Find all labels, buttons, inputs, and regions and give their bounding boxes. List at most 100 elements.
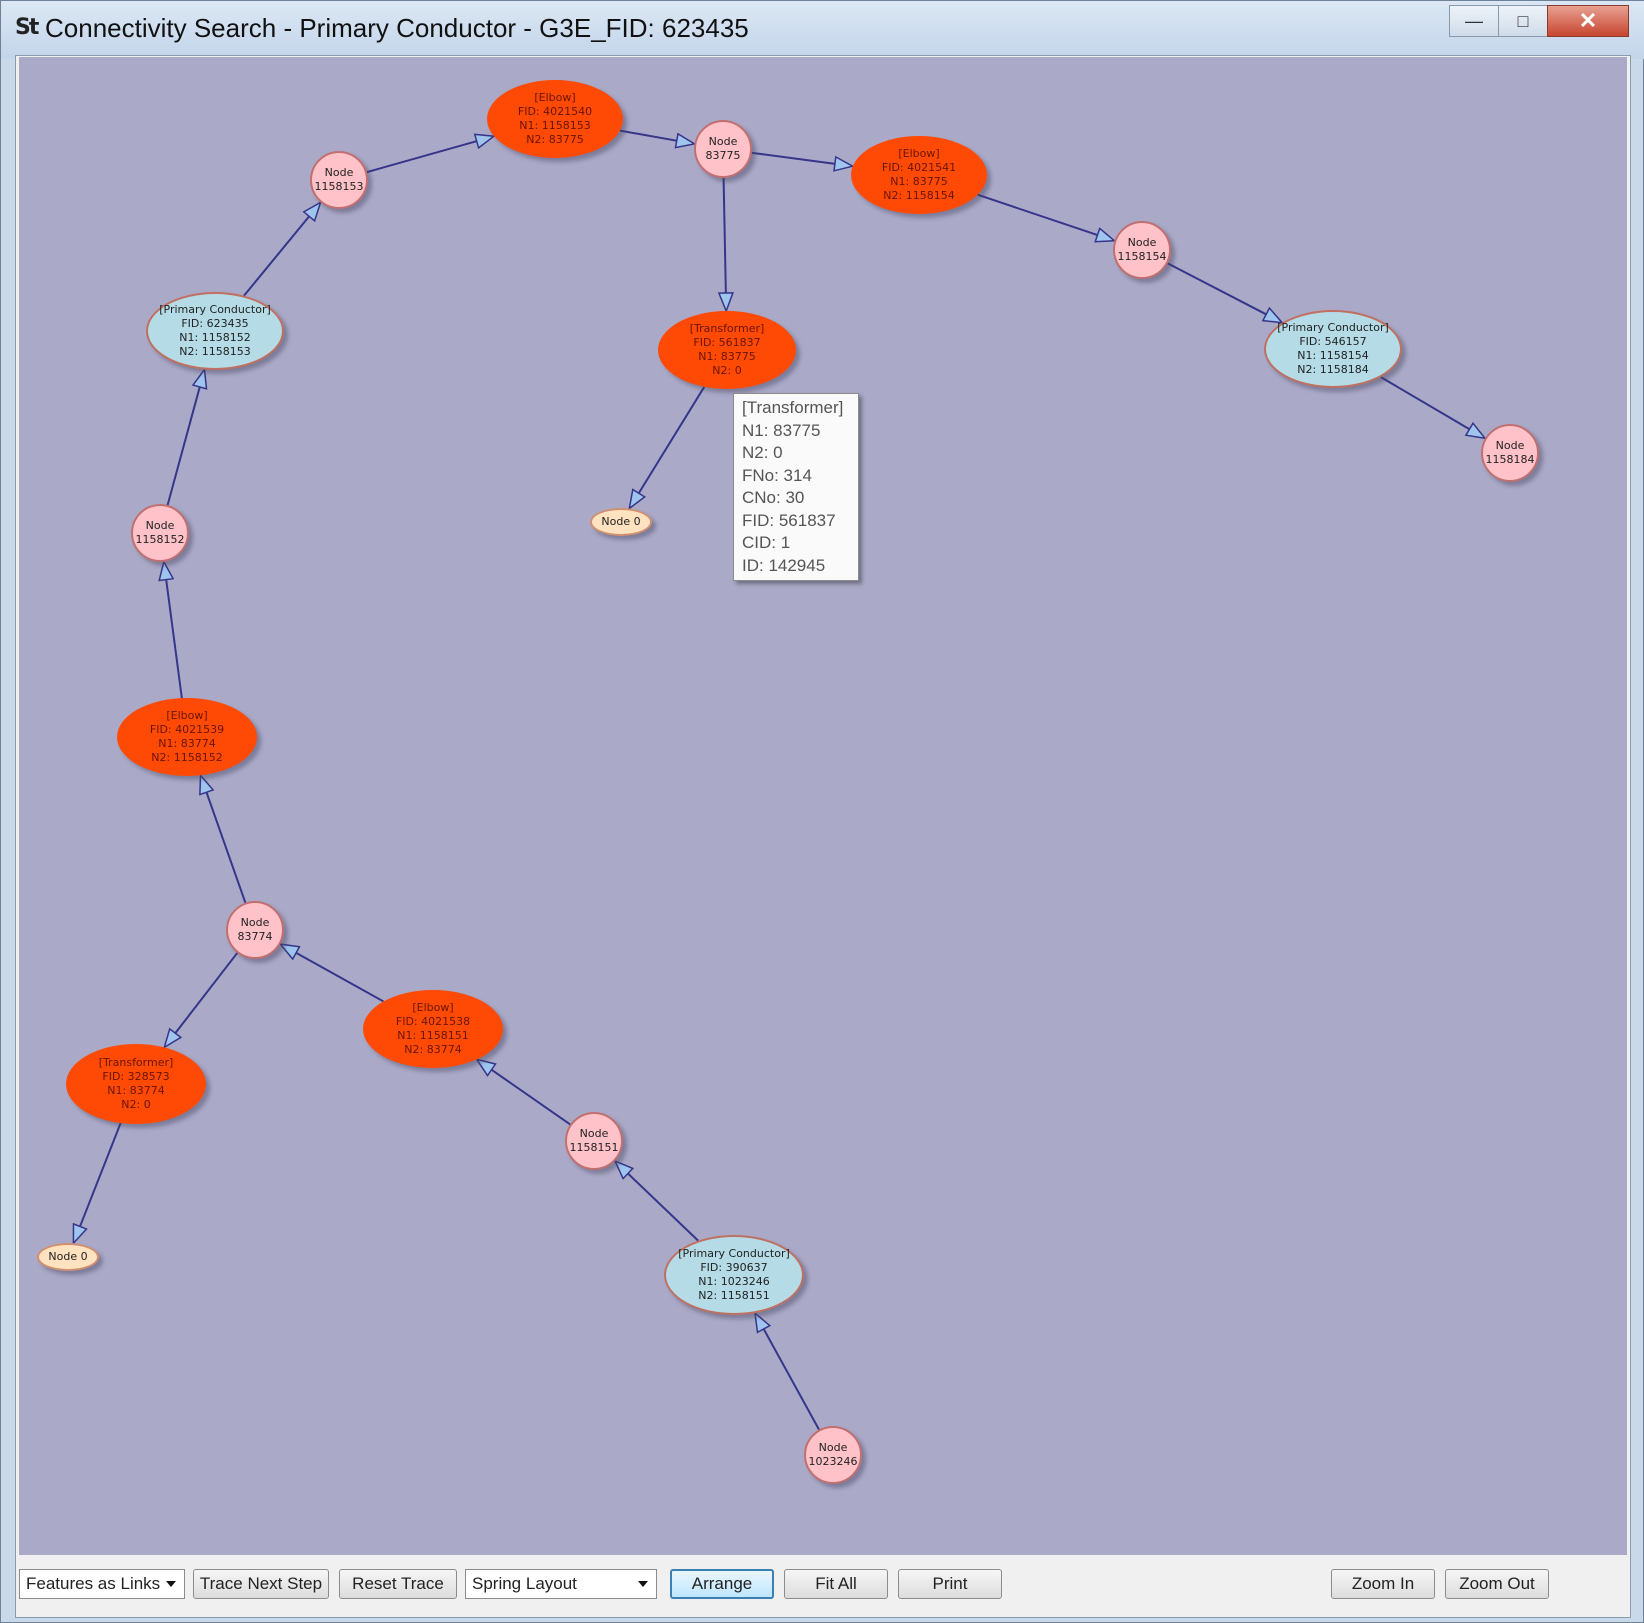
graph-node-node-83774[interactable]: Node 83774 [226, 901, 284, 959]
graph-edge [722, 177, 727, 298]
graph-edge [204, 788, 247, 903]
minimize-button[interactable]: — [1449, 5, 1499, 37]
tooltip-line: FNo: 314 [742, 465, 812, 485]
arrowhead-icon [1094, 227, 1117, 243]
graph-edge [1380, 376, 1474, 433]
arrowhead-icon [191, 367, 208, 390]
tooltip-line: CID: 1 [742, 533, 791, 552]
graph-edge [292, 950, 384, 1003]
graph-node-node-0-upper[interactable]: Node 0 [590, 508, 652, 536]
maximize-button[interactable]: □ [1498, 5, 1548, 37]
arrowhead-icon [613, 1159, 635, 1180]
close-button[interactable]: ✕ [1547, 5, 1629, 37]
arrange-button[interactable]: Arrange [670, 1569, 774, 1599]
graph-node-label: [Primary Conductor] FID: 390637 N1: 1023… [678, 1247, 790, 1302]
graph-node-node-1158154[interactable]: Node 1158154 [1113, 221, 1171, 279]
tooltip-line: [Transformer] [742, 398, 844, 417]
graph-edge [619, 129, 681, 143]
graph-node-node-1158184[interactable]: Node 1158184 [1481, 424, 1539, 482]
graph-node-elbow-4021539[interactable]: [Elbow] FID: 4021539 N1: 83774 N2: 11581… [117, 698, 257, 776]
graph-edge [77, 1122, 122, 1231]
arrowhead-icon [199, 773, 215, 796]
arrowhead-icon [72, 1222, 88, 1246]
zoom-in-button[interactable]: Zoom In [1331, 1569, 1435, 1599]
arrowhead-icon [674, 132, 697, 149]
graph-node-transformer-561837[interactable]: [Transformer] FID: 561837 N1: 83775 N2: … [658, 311, 796, 389]
graph-node-conductor-390637[interactable]: [Primary Conductor] FID: 390637 N1: 1023… [664, 1235, 804, 1315]
window-controls: — □ ✕ [1449, 5, 1629, 37]
graph-node-label: [Elbow] FID: 4021539 N1: 83774 N2: 11581… [149, 709, 225, 764]
graph-node-node-1158152[interactable]: Node 1158152 [131, 504, 189, 562]
graph-node-transformer-328573[interactable]: [Transformer] FID: 328573 N1: 83774 N2: … [66, 1044, 206, 1124]
arrowhead-icon [833, 155, 855, 172]
maximize-icon: □ [1517, 10, 1529, 31]
graph-edge [760, 1324, 820, 1431]
graph-node-label: Node 83774 [237, 916, 273, 943]
graph-node-label: Node 0 [48, 1250, 88, 1263]
layout-value: Spring Layout [472, 1574, 577, 1593]
chevron-down-icon [638, 1581, 648, 1587]
graph-node-elbow-4021541[interactable]: [Elbow] FID: 4021541 N1: 83775 N2: 11581… [851, 136, 987, 214]
graph-node-label: [Primary Conductor] FID: 546157 N1: 1158… [1277, 321, 1389, 376]
minimize-icon: — [1465, 10, 1483, 31]
tooltip-line: FID: 561837 [742, 510, 836, 530]
arrowhead-icon [302, 200, 322, 223]
graph-node-node-1158153[interactable]: Node 1158153 [310, 151, 368, 209]
edge-layer [72, 129, 1487, 1431]
graph-edge [635, 386, 706, 498]
graph-node-node-1023246[interactable]: Node 1023246 [804, 1426, 862, 1484]
graph-node-node-83775-top[interactable]: Node 83775 [694, 120, 752, 178]
graph-node-label: [Elbow] FID: 4021541 N1: 83775 N2: 11581… [881, 147, 957, 202]
graph-edge [243, 212, 313, 297]
graph-node-node-0-lower[interactable]: Node 0 [37, 1243, 99, 1271]
graph-edge [172, 952, 239, 1037]
graph-node-label: Node 1158151 [569, 1127, 619, 1154]
display-mode-value: Features as Links [26, 1574, 161, 1593]
graph-node-label: Node 1158152 [135, 519, 185, 546]
graph-node-node-1158151[interactable]: Node 1158151 [565, 1112, 623, 1170]
title-bar[interactable]: St Connectivity Search - Primary Conduct… [1, 1, 1644, 59]
graph-node-label: Node 1158184 [1485, 439, 1535, 466]
tooltip-line: N1: 83775 [742, 420, 821, 440]
arrowhead-icon [163, 1027, 183, 1050]
layout-select[interactable]: Spring Layout [465, 1569, 657, 1599]
graph-node-elbow-4021540[interactable]: [Elbow] FID: 4021540 N1: 1158153 N2: 837… [487, 80, 623, 158]
zoom-out-button[interactable]: Zoom Out [1445, 1569, 1549, 1599]
graph-node-conductor-623435[interactable]: [Primary Conductor] FID: 623435 N1: 1158… [146, 292, 284, 370]
graph-node-elbow-4021538[interactable]: [Elbow] FID: 4021538 N1: 1158151 N2: 837… [363, 990, 503, 1068]
graph-node-label: [Transformer] FID: 561837 N1: 83775 N2: … [689, 322, 765, 377]
arrowhead-icon [1464, 421, 1487, 440]
graph-edge [166, 382, 202, 506]
graph-toolbar: Features as Links Trace Next Step Reset … [19, 1557, 1627, 1615]
arrowhead-icon [278, 943, 301, 961]
graph-node-conductor-546157[interactable]: [Primary Conductor] FID: 546157 N1: 1158… [1264, 310, 1402, 388]
graph-node-label: Node 0 [601, 515, 641, 528]
close-icon: ✕ [1578, 8, 1598, 33]
graph-node-label: [Primary Conductor] FID: 623435 N1: 1158… [159, 303, 271, 358]
graph-edge [366, 139, 481, 174]
graph-node-label: Node 1023246 [808, 1441, 858, 1468]
arrowhead-icon [1261, 306, 1284, 324]
arrowhead-icon [628, 488, 647, 511]
display-mode-select[interactable]: Features as Links [19, 1569, 185, 1599]
graph-canvas[interactable]: [Elbow] FID: 4021540 N1: 1158153 N2: 837… [19, 57, 1627, 1555]
graph-node-label: Node 83775 [705, 135, 741, 162]
reset-trace-button[interactable]: Reset Trace [339, 1569, 457, 1599]
graph-node-label: [Elbow] FID: 4021540 N1: 1158153 N2: 837… [517, 91, 593, 146]
graph-edge [624, 1170, 699, 1242]
window-title: Connectivity Search - Primary Conductor … [45, 13, 749, 43]
graph-edge [164, 575, 183, 699]
arrowhead-icon [754, 1311, 772, 1334]
print-button[interactable]: Print [898, 1569, 1002, 1599]
arrowhead-icon [473, 133, 496, 150]
graph-node-label: [Transformer] FID: 328573 N1: 83774 N2: … [98, 1056, 174, 1111]
fit-all-button[interactable]: Fit All [784, 1569, 888, 1599]
graph-node-label: [Elbow] FID: 4021538 N1: 1158151 N2: 837… [395, 1001, 471, 1056]
graph-edge [977, 193, 1102, 238]
graph-node-label: Node 1158153 [314, 166, 364, 193]
trace-next-step-button[interactable]: Trace Next Step [193, 1569, 329, 1599]
tooltip-line: CNo: 30 [742, 488, 805, 507]
arrowhead-icon [475, 1058, 497, 1077]
